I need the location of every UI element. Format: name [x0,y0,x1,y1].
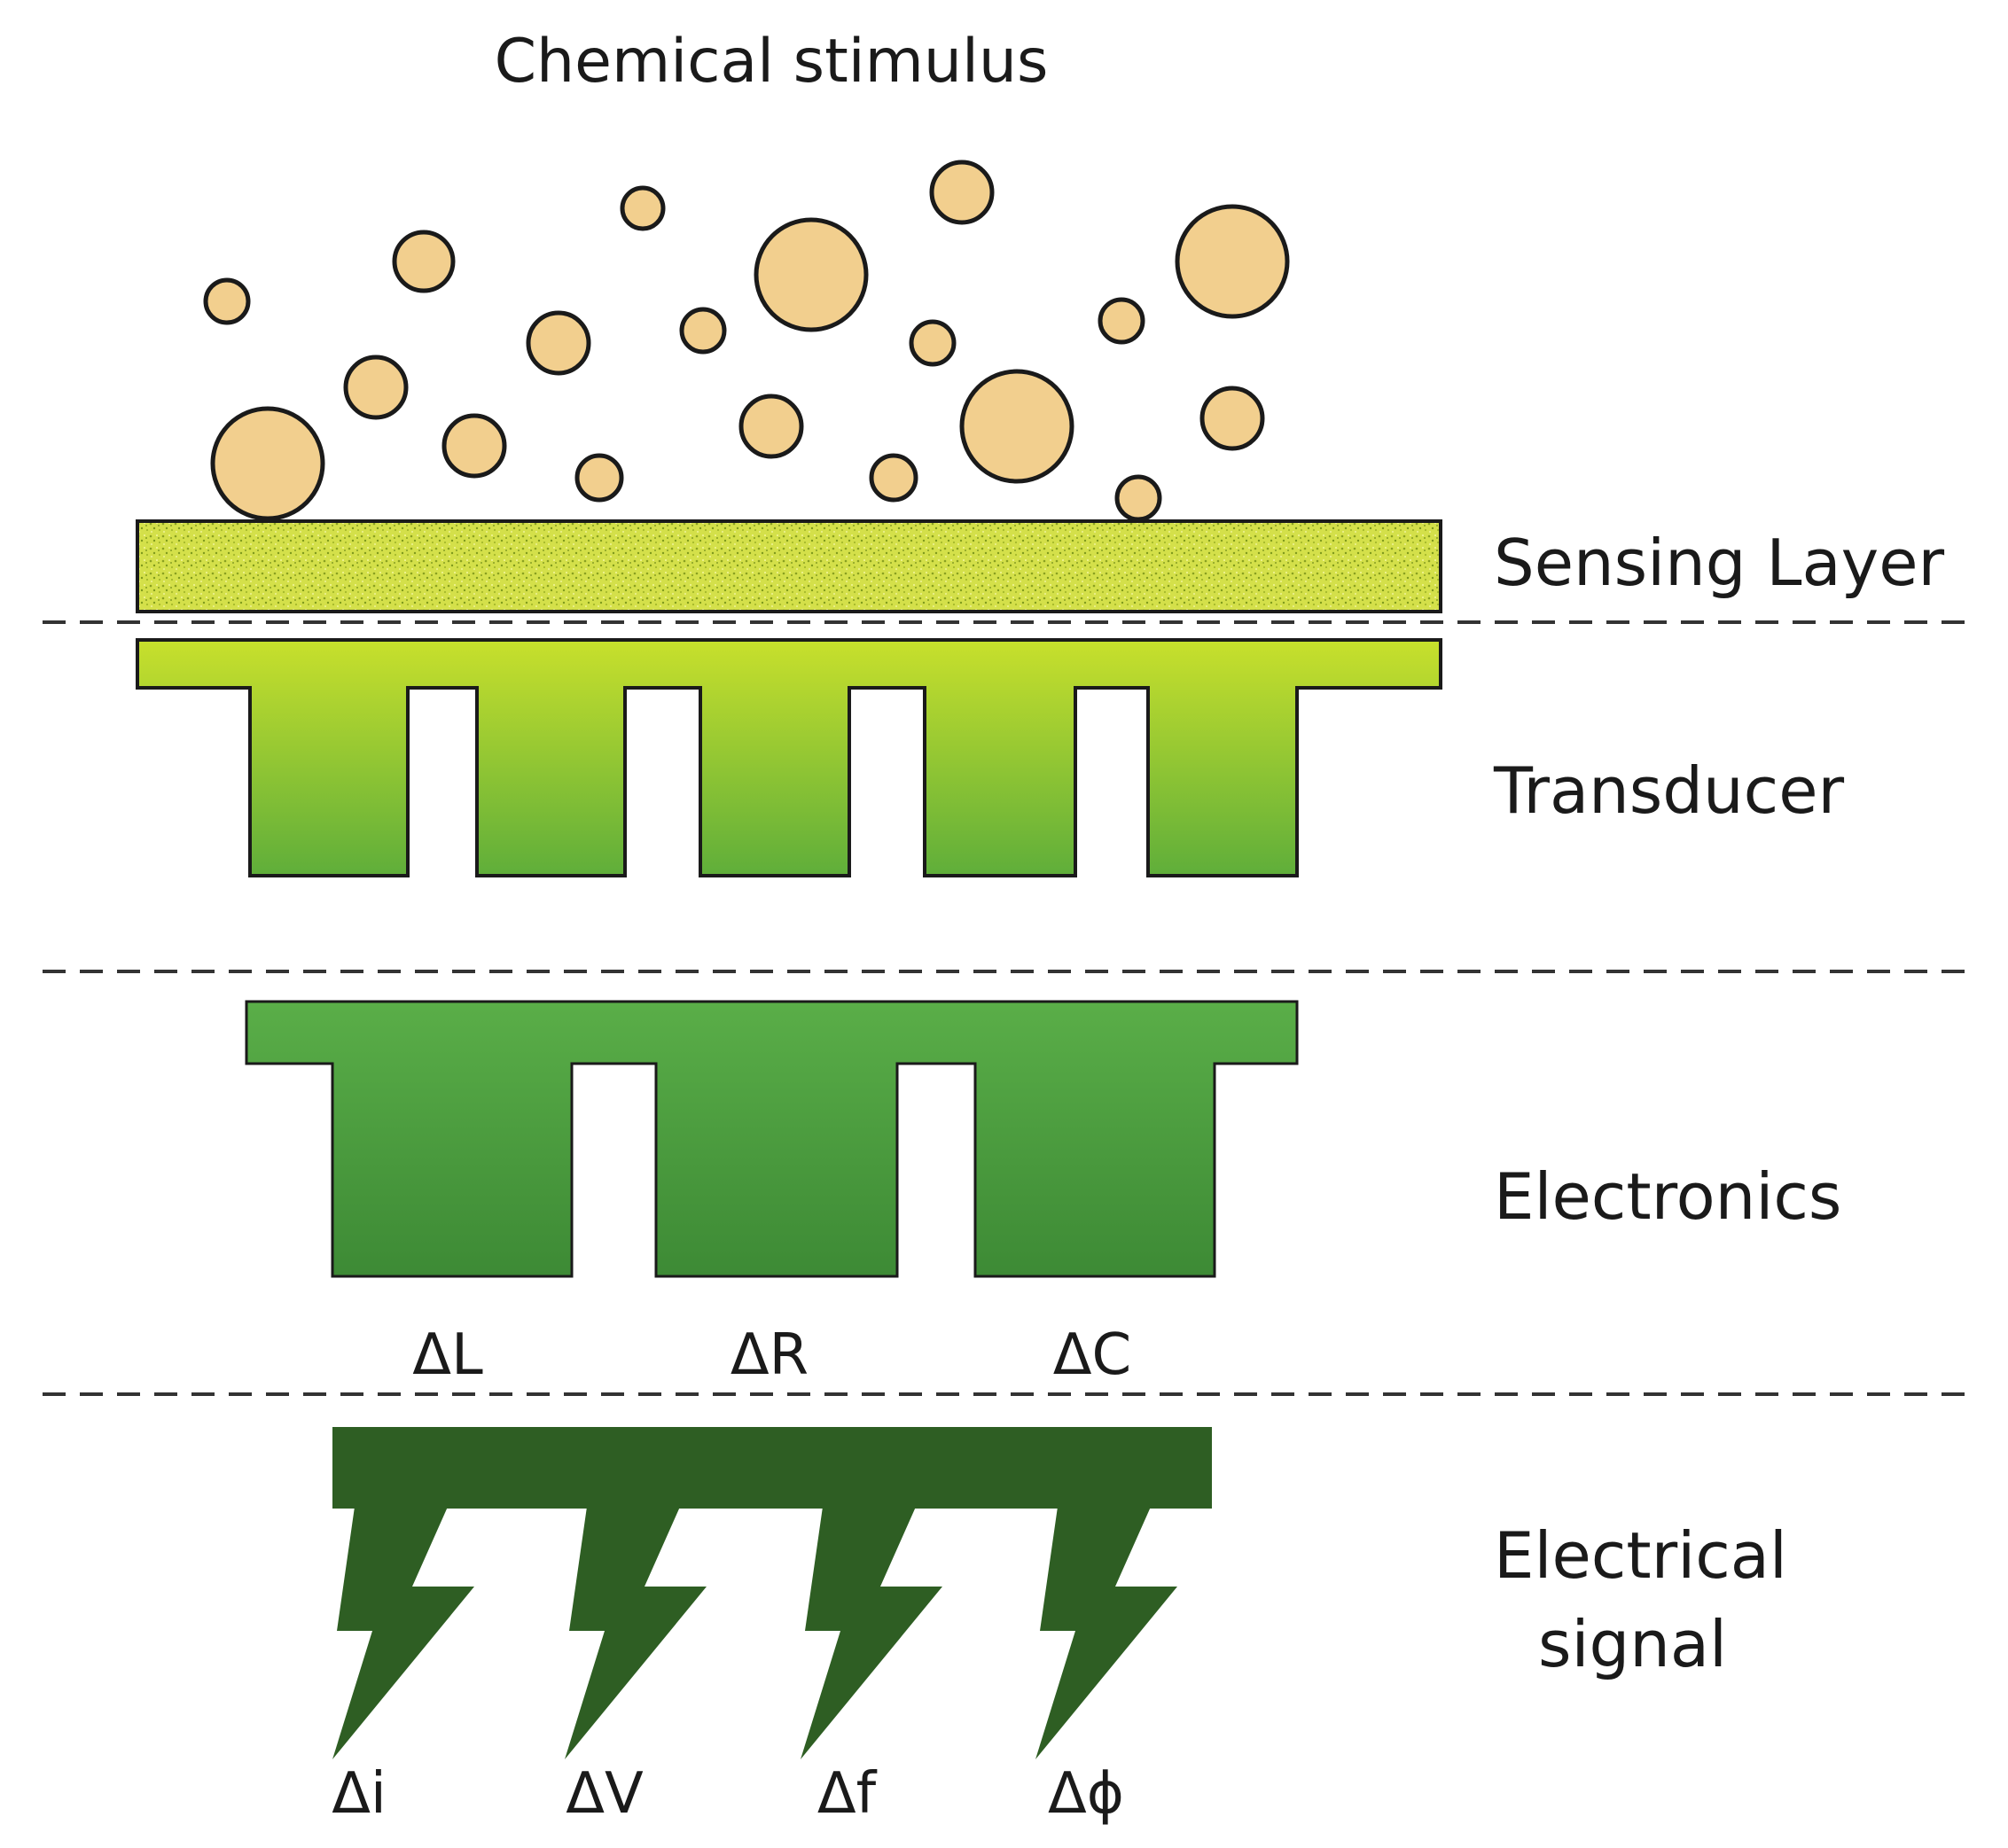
particle [574,453,624,503]
delta-phi-label: Δϕ [1048,1761,1124,1827]
electronics-label: Electronics [1494,1159,1841,1234]
particle [754,217,869,332]
particle [441,413,507,479]
sensing-layer-block [136,519,1442,613]
particle [909,319,957,367]
transducer-block [136,638,1442,877]
particle [929,160,995,225]
delta-r-label: ΔR [731,1322,809,1388]
particle [1199,386,1265,451]
electrical-signal-block [332,1427,1212,1759]
particle [738,394,804,459]
dashed-separators [43,620,1973,1396]
particle [343,355,409,420]
sensing-layer-label: Sensing Layer [1494,526,1945,600]
electronics-block [245,1000,1299,1278]
chemical-stimulus-title: Chemical stimulus [495,27,1049,97]
particle [1098,297,1145,345]
particle [620,185,666,231]
delta-v-label: ΔV [566,1761,644,1827]
delta-l-label: ΔL [412,1322,483,1388]
electrical-signal-label-line2: signal [1538,1607,1727,1681]
transducer-label: Transducer [1493,753,1844,828]
lightning-bolt-icon [801,1507,942,1759]
signal-bar [332,1427,1212,1509]
particle [1175,204,1290,319]
delta-i-label: Δi [332,1761,387,1827]
particle [869,453,918,503]
particle [392,230,456,293]
chemical-particles [203,160,1290,522]
particle [210,406,325,521]
delta-f-label: Δf [817,1761,878,1827]
particle [203,277,251,325]
particle [526,310,591,376]
lightning-bolt-icon [332,1507,474,1759]
lightning-bolt-icon [565,1507,707,1759]
particle [959,369,1074,484]
lightning-bolt-icon [1035,1507,1177,1759]
electrical-signal-label-line1: Electrical [1494,1518,1787,1593]
particle [1114,474,1162,522]
particle [679,307,727,355]
delta-c-label: ΔC [1053,1322,1131,1388]
